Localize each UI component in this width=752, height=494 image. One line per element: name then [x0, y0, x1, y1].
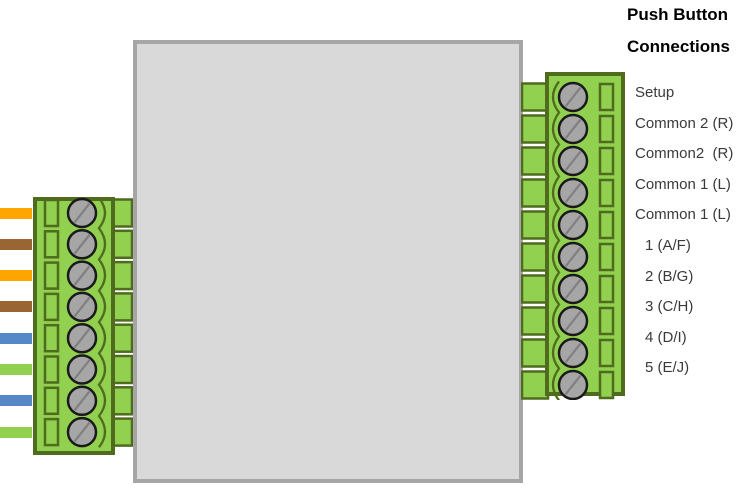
wire-slot — [598, 370, 615, 400]
connector-tab — [521, 146, 550, 176]
wire-slot — [43, 417, 60, 447]
screw-slot-line — [73, 421, 91, 443]
wire-slot — [598, 146, 615, 176]
connection-label: Common 1 (L) — [635, 206, 731, 224]
connection-label: 3 (C/H) — [645, 298, 694, 316]
wire-slot — [598, 114, 615, 144]
connection-label: Setup — [635, 84, 675, 101]
wire — [0, 426, 32, 438]
screw-slot-line — [73, 265, 91, 286]
left-terminal-block — [33, 197, 133, 455]
screw-slot-line — [564, 374, 582, 396]
screw-slot-line — [564, 150, 582, 172]
connection-label: 1 (A/F) — [645, 237, 691, 254]
connector-tab — [521, 242, 550, 272]
clamp-wave-line — [551, 80, 561, 400]
screw-slot-line — [73, 328, 91, 349]
screw-slot-line — [564, 118, 582, 140]
wire-slot — [598, 82, 615, 112]
connector-tab — [521, 338, 550, 368]
page-title-line2: Connections — [627, 37, 730, 56]
screw-slot-line — [564, 278, 582, 300]
wire-slot — [43, 261, 60, 290]
wire-slot — [43, 355, 60, 384]
wire-slot — [598, 306, 615, 336]
screw-slot-line — [564, 246, 582, 268]
clamp-wave-line — [97, 197, 107, 448]
screw-slot-line — [564, 214, 582, 236]
connection-label: Common 1 (L) — [635, 175, 731, 193]
wire — [0, 238, 32, 250]
device-box — [133, 40, 523, 483]
wire — [0, 364, 32, 375]
wire-slot — [598, 338, 615, 368]
screw-slot-line — [73, 390, 91, 411]
connector-tab — [521, 82, 550, 112]
wire-slot — [43, 292, 60, 322]
connection-label: 4 (D/I) — [645, 328, 687, 346]
wire — [0, 395, 32, 407]
screw-slot-line — [564, 182, 582, 204]
wire-slot — [43, 198, 60, 228]
screw-slot-line — [73, 202, 91, 224]
wire — [0, 207, 32, 219]
connector-tab — [521, 114, 550, 144]
connection-label: Common2 (R) — [635, 145, 734, 163]
wire-slot — [598, 274, 615, 304]
connector-tab — [521, 210, 550, 240]
wire — [0, 332, 32, 344]
connection-label: 2 (B/G) — [645, 267, 694, 285]
connector-tab — [521, 306, 550, 336]
wire — [0, 270, 32, 282]
screw-slot-line — [564, 342, 582, 364]
page-title-line1: Push Button — [627, 5, 729, 24]
screw-slot-line — [564, 86, 582, 108]
wire-slot — [598, 242, 615, 272]
wire — [0, 301, 32, 313]
screw-slot-line — [73, 296, 91, 318]
connection-label: Common 2 (R) — [635, 114, 734, 132]
connector-tab — [521, 370, 550, 400]
right-terminal-block — [521, 72, 625, 400]
screw-slot-line — [564, 310, 582, 332]
wire-slot — [43, 323, 60, 353]
wire-slot — [598, 178, 615, 208]
screw-slot-line — [73, 234, 91, 255]
connector-tab — [521, 178, 550, 208]
connection-label: 5 (E/J) — [645, 359, 690, 377]
screw-slot-line — [73, 359, 91, 380]
connector-tab — [521, 274, 550, 304]
wire-slot — [43, 386, 60, 416]
wire-slot — [43, 230, 60, 259]
wire-slot — [598, 210, 615, 240]
